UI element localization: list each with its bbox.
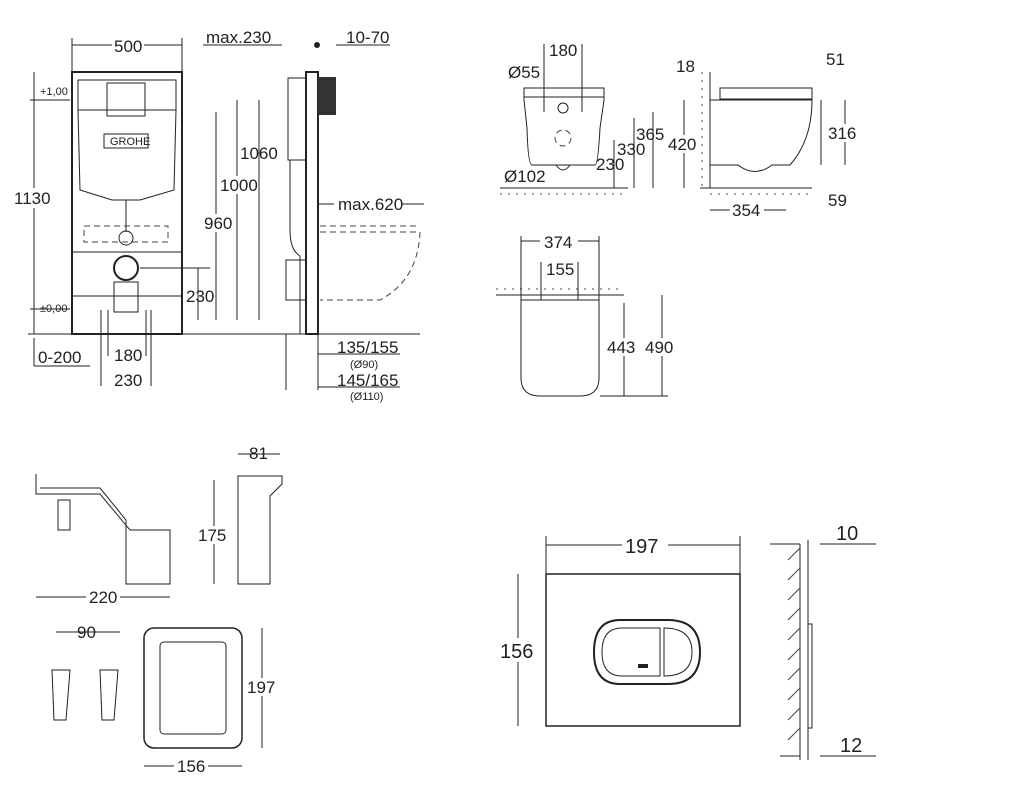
dim-max-620: max.620 (338, 195, 403, 214)
dim-pipe-90: 135/155 (337, 338, 398, 357)
dim-box-81: 81 (249, 444, 268, 463)
dim-frame-width: 500 (114, 37, 142, 56)
dim-seat-443: 443 (607, 338, 635, 357)
dim-pipe-90-note: (Ø90) (350, 359, 378, 371)
dim-960: 960 (204, 214, 232, 233)
dim-230-outlet: 230 (186, 287, 214, 306)
accessories: 220 81 175 90 197 156 (35, 444, 283, 776)
dim-total-490: 490 (645, 338, 673, 357)
dim-wall-adjust: 10-70 (346, 28, 389, 47)
dim-plate-height: 156 (500, 641, 533, 663)
dim-bolt-230: 230 (114, 371, 142, 390)
dim-floor-adjust: 0-200 (38, 348, 81, 367)
dim-bolt-180: 180 (114, 346, 142, 365)
toilet-top-view: 374 155 443 490 (496, 232, 678, 397)
dim-bowl-316: 316 (828, 124, 856, 143)
dim-seat-thickness: 51 (826, 50, 845, 69)
dim-frame-156: 156 (177, 757, 205, 776)
flush-plate: 197 156 10 12 (498, 523, 876, 760)
flush-plate-front (545, 573, 741, 727)
dim-365: 365 (636, 125, 664, 144)
dim-max-230: max.230 (206, 28, 271, 47)
dim-plate-thickness-top: 10 (836, 523, 858, 545)
dim-frame-197: 197 (247, 678, 275, 697)
dim-clip-90: 90 (77, 623, 96, 642)
level-zero-label: ±0,00 (40, 303, 67, 315)
dim-box-175: 175 (198, 526, 226, 545)
dim-wall-gap: 18 (676, 57, 695, 76)
dim-height-420: 420 (668, 135, 696, 154)
dim-1060: 1060 (240, 144, 278, 163)
dim-outlet-diameter: Ø102 (504, 167, 546, 186)
dim-inlet-diameter: Ø55 (508, 63, 540, 82)
dim-bolt-spacing: 180 (549, 41, 577, 60)
dim-plate-width: 197 (625, 536, 658, 558)
toilet-side-view: 18 51 420 316 59 354 (666, 50, 858, 220)
dim-1000: 1000 (220, 176, 258, 195)
dim-bottom-59: 59 (828, 191, 847, 210)
dim-depth-354: 354 (732, 201, 760, 220)
level-top-label: +1,00 (40, 86, 68, 98)
grohe-logo: GROHE (110, 136, 150, 148)
dim-frame-height: 1130 (14, 189, 51, 208)
toilet-front-view: 180 Ø55 365 330 230 Ø102 (500, 41, 664, 195)
dim-pipe-110: 145/165 (337, 371, 398, 390)
dim-hinge-spacing: 155 (546, 260, 574, 279)
frame-front-view: GROHE 500 1130 +1,00 ±0,00 1060 1000 960… (12, 37, 420, 390)
dim-pipe-110-note: (Ø110) (350, 391, 383, 403)
dim-bracket-220: 220 (89, 588, 117, 607)
dim-330: 330 (617, 140, 645, 159)
dim-top-width: 374 (544, 233, 572, 252)
dim-230-outlet: 230 (596, 155, 624, 174)
frame-side-view: max.230 10-70 max.620 135/155 (Ø90) 145/… (203, 28, 424, 403)
dim-plate-thickness-bottom: 12 (840, 735, 862, 757)
